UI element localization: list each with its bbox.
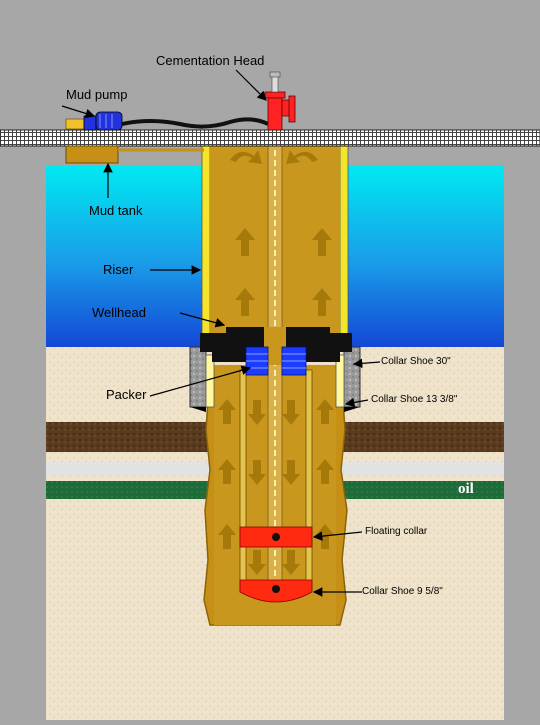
label-cementation-head: Cementation Head <box>156 53 265 68</box>
leader-arrows <box>61 69 381 597</box>
label-floating-collar: Floating collar <box>365 526 428 537</box>
label-collar-shoe-13: Collar Shoe 13 3/8" <box>371 394 458 405</box>
platform-rail <box>0 129 540 147</box>
label-wellhead: Wellhead <box>92 305 146 320</box>
label-oil: oil <box>458 481 474 497</box>
cementation-head <box>264 71 296 131</box>
riser-left-wall <box>201 144 211 348</box>
casing-shoe-plug <box>239 579 313 603</box>
wellhead-gap <box>264 327 286 365</box>
arrow-collar-shoe-30 <box>352 358 381 369</box>
casing-9-left <box>239 369 247 591</box>
label-collar-shoe-9: Collar Shoe 9 5/8" <box>362 586 443 597</box>
casing-13-left <box>205 354 215 408</box>
label-riser: Riser <box>103 262 134 277</box>
arrow-collar-shoe-13 <box>344 397 369 408</box>
casing-9-right <box>305 369 313 591</box>
arrow-cementation-head <box>235 69 267 101</box>
mud-hose <box>121 117 269 129</box>
arrow-packer <box>149 365 252 397</box>
label-mud-pump: Mud pump <box>66 87 128 102</box>
arrow-wellhead <box>179 312 226 328</box>
conductor-casing-right <box>343 346 361 408</box>
label-collar-shoe-30: Collar Shoe 30" <box>381 356 451 367</box>
arrow-floating-collar <box>312 531 363 541</box>
riser-right-wall <box>339 144 349 348</box>
packer-element <box>245 346 307 376</box>
mud-pump <box>65 111 123 131</box>
conductor-shoe-left <box>190 407 206 412</box>
casing-13-right <box>335 354 345 408</box>
label-mud-tank: Mud tank <box>89 203 143 218</box>
flow-arrows <box>218 150 334 575</box>
conductor-casing-left <box>189 346 207 408</box>
arrow-mud-pump <box>61 105 96 119</box>
conductor-shoe-right <box>344 407 360 412</box>
label-packer: Packer <box>106 387 147 402</box>
mud-tank <box>65 145 119 164</box>
floating-collar <box>239 526 313 548</box>
